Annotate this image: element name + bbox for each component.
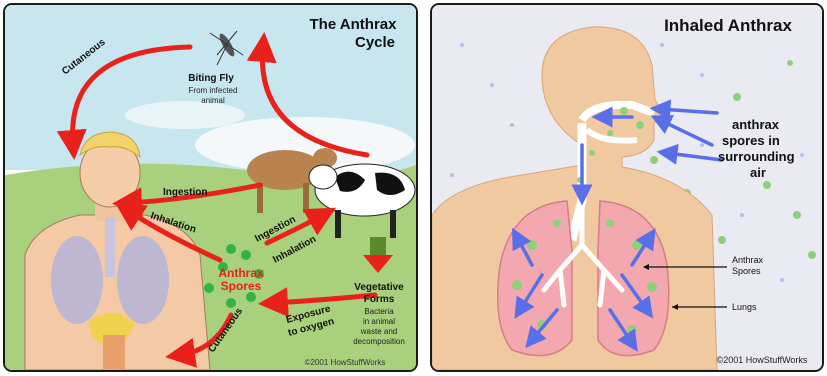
label-vegetative-2: Forms (364, 294, 395, 305)
label-vegetative-sub-3: waste and (360, 327, 397, 336)
label-biting-fly-sub-2: animal (201, 96, 225, 105)
label-anthrax-spores-1: Anthrax (218, 266, 264, 280)
anthrax-cycle-illustration: The Anthrax Cycle Cutaneous Biting Fly F… (5, 5, 416, 370)
label-ingestion-human: Ingestion (163, 187, 207, 198)
label-anthrax-spores-2: Spores (732, 266, 761, 276)
inhaled-anthrax-panel: Inhaled Anthrax anthrax spores in surrou… (430, 3, 824, 372)
label-anthrax-spores-2: Spores (221, 279, 262, 293)
anthrax-cycle-panel: The Anthrax Cycle Cutaneous Biting Fly F… (3, 3, 418, 372)
credit: ©2001 HowStuffWorks (717, 355, 808, 365)
label-biting-fly-sub-1: From infected (189, 86, 238, 95)
label-vegetative-sub-4: decomposition (353, 337, 405, 346)
label-vegetative-sub-1: Bacteria (364, 307, 394, 316)
cloud (125, 101, 245, 129)
callout-line-4: air (750, 165, 766, 180)
label-vegetative-1: Vegetative (354, 282, 404, 293)
inhaled-anthrax-illustration: Inhaled Anthrax anthrax spores in surrou… (432, 5, 822, 370)
label-vegetative-sub-2: in animal (363, 317, 395, 326)
panel-title: Inhaled Anthrax (664, 16, 792, 35)
label-anthrax-spores-1: Anthrax (732, 255, 764, 265)
title-line-2: Cycle (355, 34, 395, 51)
label-biting-fly: Biting Fly (188, 73, 234, 84)
callout-line-1: anthrax (732, 117, 780, 132)
title-line-1: The Anthrax (310, 16, 398, 33)
callout-line-2: spores in (722, 133, 780, 148)
label-lungs: Lungs (732, 302, 757, 312)
callout-line-3: surrounding (718, 149, 795, 164)
credit: ©2001 HowStuffWorks (305, 358, 386, 367)
